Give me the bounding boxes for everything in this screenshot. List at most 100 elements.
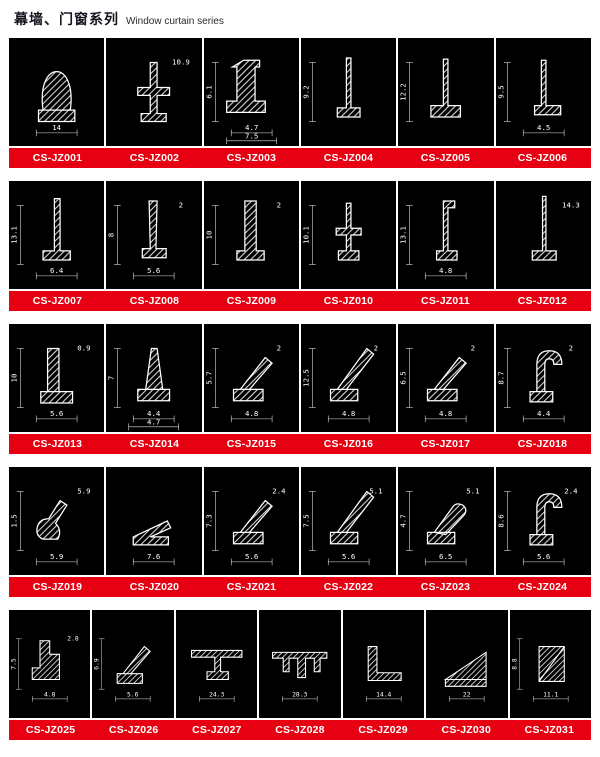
product-cell: 8.8 11.1 (509, 610, 591, 718)
svg-text:4.8: 4.8 (245, 409, 258, 418)
product-code: CS-JZ005 (420, 152, 471, 164)
svg-text:4.8: 4.8 (342, 409, 355, 418)
svg-text:4.8: 4.8 (439, 409, 452, 418)
svg-text:5.6: 5.6 (537, 552, 550, 561)
series-subtitle: Window curtain series (126, 16, 224, 27)
svg-text:10.9: 10.9 (172, 58, 190, 67)
product-code: CS-JZ013 (32, 438, 83, 450)
product-cell: 22 (426, 610, 508, 718)
profile-drawing: 85.62 (107, 200, 183, 280)
profile-drawing: 12.2 (399, 58, 462, 122)
svg-text:6.1: 6.1 (204, 85, 213, 98)
profile-drawing: 6.9 5.6 (94, 638, 152, 702)
svg-text:0.9: 0.9 (77, 344, 90, 353)
svg-text:6.9: 6.9 (94, 658, 101, 670)
product-code: CS-JZ031 (524, 724, 575, 736)
product-cell: 4.7 6.5 5.1 (398, 467, 494, 575)
profile-drawing: 102 (204, 200, 281, 265)
profile-drawing: 1.55.95.9 (9, 487, 91, 566)
svg-text:9.2: 9.2 (301, 85, 310, 98)
svg-text:14.4: 14.4 (376, 691, 391, 698)
profile-drawing: 10.1 (301, 202, 362, 265)
profile-drawing: 7.35.62.4 (204, 487, 286, 566)
profile-drawing: 105.60.9 (9, 344, 91, 423)
svg-text:12.5: 12.5 (301, 369, 310, 387)
svg-text:13.1: 13.1 (399, 226, 408, 244)
svg-text:14.3: 14.3 (562, 201, 580, 210)
product-code: CS-JZ008 (129, 295, 180, 307)
profile-drawing: 28.3 (272, 651, 328, 702)
svg-text:10: 10 (9, 374, 18, 383)
profile-drawing: 8.8 11.1 (511, 638, 568, 702)
svg-text:5.7: 5.7 (204, 371, 213, 384)
product-cell: 10.1 (300, 181, 397, 289)
svg-text:7.3: 7.3 (204, 514, 213, 527)
product-cell: 14.3 (495, 181, 591, 289)
profile-drawing: 24.3 (190, 649, 243, 702)
svg-text:5.1: 5.1 (467, 487, 480, 496)
svg-text:11.1: 11.1 (543, 691, 558, 698)
profile-drawing: 8.74.42 (496, 344, 573, 423)
product-code: CS-JZ028 (275, 724, 325, 736)
svg-text:2: 2 (471, 344, 475, 353)
product-code: CS-JZ019 (32, 581, 83, 593)
svg-text:9.5: 9.5 (496, 85, 505, 98)
product-code: CS-JZ023 (420, 581, 471, 593)
product-code: CS-JZ014 (129, 438, 180, 450)
svg-text:7: 7 (107, 376, 116, 380)
profile-drawing: 14.3 (531, 195, 580, 261)
product-code: CS-JZ012 (517, 295, 568, 307)
product-code: CS-JZ001 (32, 152, 83, 164)
product-code: CS-JZ017 (420, 438, 471, 450)
product-cell: 9.5 4.5 (495, 38, 591, 146)
profile-drawing: 8.65.62.4 (496, 487, 578, 566)
product-cell: 12.2 (398, 38, 494, 146)
svg-text:4.4: 4.4 (147, 409, 161, 418)
svg-text:2: 2 (179, 201, 183, 210)
svg-text:8.6: 8.6 (496, 514, 505, 527)
product-cell: 6.9 5.6 (92, 610, 174, 718)
svg-text:6.5: 6.5 (439, 552, 452, 561)
product-code: CS-JZ018 (517, 438, 568, 450)
product-code: CS-JZ022 (323, 581, 374, 593)
product-code: CS-JZ024 (517, 581, 568, 593)
profile-drawing: 12.54.82 (301, 344, 378, 423)
profile-drawing: 7.6 (132, 520, 175, 566)
profile-drawing: 10.9 (137, 58, 190, 123)
svg-text:4.7: 4.7 (399, 514, 408, 527)
svg-text:5.6: 5.6 (147, 266, 160, 275)
svg-text:5.9: 5.9 (50, 552, 63, 561)
profile-drawing: 13.16.4 (9, 198, 78, 280)
product-code: CS-JZ021 (226, 581, 277, 593)
svg-text:4.4: 4.4 (537, 409, 551, 418)
svg-text:5.6: 5.6 (245, 552, 258, 561)
svg-text:4.5: 4.5 (537, 123, 550, 132)
svg-text:7.6: 7.6 (147, 552, 160, 561)
svg-text:8.8: 8.8 (511, 658, 518, 670)
profile-drawing: 5.74.82 (204, 344, 281, 423)
svg-text:4.8: 4.8 (44, 691, 56, 698)
svg-text:7.5: 7.5 (245, 132, 258, 141)
svg-text:5.6: 5.6 (127, 691, 139, 698)
profile-drawing: 13.14.8 (399, 200, 467, 280)
svg-text:6.4: 6.4 (50, 266, 64, 275)
product-cell: 7.6 (106, 467, 202, 575)
product-cell: 28.3 (259, 610, 341, 718)
profile-drawing: 74.44.7 (107, 347, 180, 431)
series-title: 幕墙、门窗系列 (14, 11, 119, 27)
product-code: CS-JZ015 (226, 438, 277, 450)
